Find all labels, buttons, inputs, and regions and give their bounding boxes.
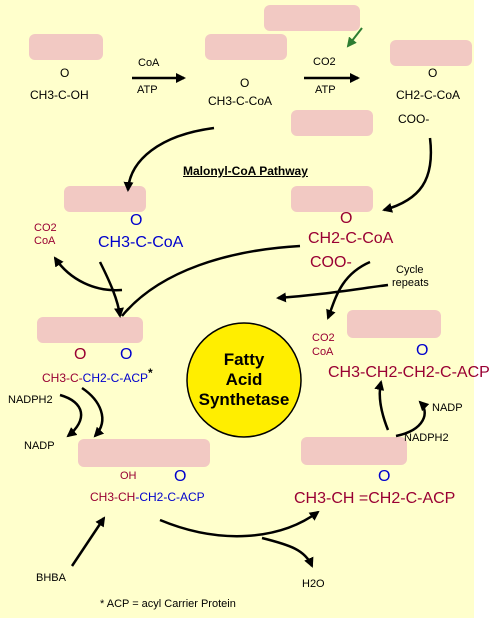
label-box-acetoacetyl-acp[interactable] (37, 317, 143, 343)
arrow-cycle-repeats (276, 283, 389, 303)
label-box-acetyl-coa[interactable] (205, 34, 287, 60)
coa-release-a: CoA (34, 235, 56, 247)
carbonyl-o: O (174, 468, 187, 485)
carbonyl-o: O (416, 342, 429, 359)
footnote-star: * (148, 366, 153, 380)
atp-cofactor-2: ATP (315, 84, 336, 96)
label-box-crotonyl-acp[interactable] (301, 437, 407, 465)
arrow-water-release (261, 536, 314, 568)
carbonyl-o: O (74, 346, 87, 363)
label-box-malonyl-coa-mid[interactable] (291, 186, 373, 212)
enzyme-circle (186, 322, 302, 438)
label-box-hydroxybutyryl-acp[interactable] (78, 439, 210, 467)
arrow-crotonyl-to-butyryl (374, 380, 390, 431)
label-box-malonyl-coa[interactable] (390, 40, 472, 66)
arrows-layer (53, 27, 433, 568)
hydroxy-part1: CH3-CH (90, 490, 136, 504)
footnote: * ACP = acyl Carrier Protein (100, 598, 236, 610)
malonyl-coa-mid: CH2-C-CoA (308, 230, 394, 247)
crotonyl-acp: CH3-CH =CH2-C-ACP (294, 490, 456, 507)
acetoacetyl-acp: CH3-C-CH2-C-ACP* (42, 366, 153, 385)
label-box-butyryl-acp[interactable] (347, 310, 441, 338)
label-box-step2[interactable] (291, 110, 373, 136)
acetoacetyl-part2: CH2-C-ACP (82, 371, 149, 385)
malonyl-coa-top: CH2-C-CoA (396, 88, 461, 102)
hydroxy-part2: -CH2-C-ACP (135, 490, 205, 504)
arrow-nadph-left (59, 393, 83, 438)
enzyme-label: Fatty Acid Synthetase (186, 322, 302, 438)
carbonyl-o: O (240, 76, 250, 90)
enzyme-line3: Synthetase (198, 390, 290, 409)
nadp-right: NADP (432, 402, 463, 414)
enzyme-line2: Acid (225, 370, 263, 389)
co2-cofactor: CO2 (313, 56, 336, 68)
green-arrow (346, 27, 363, 48)
nadph2-left: NADPH2 (8, 394, 53, 406)
arrow-malonyl-to-acetoacetyl (121, 244, 301, 317)
acetyl-coa-blue: CH3-C-CoA (98, 234, 184, 251)
coa-cofactor: CoA (138, 57, 160, 69)
malonyl-coo-top: COO- (398, 112, 430, 126)
carbonyl-o: O (378, 468, 391, 485)
arrow-acetyl-down (123, 126, 215, 192)
pathway-title: Malonyl-CoA Pathway (183, 164, 308, 178)
butyryl-acp: CH3-CH2-CH2-C-ACP (328, 364, 490, 381)
arrow-nadp-right (395, 400, 430, 438)
coa-release-b: CoA (312, 346, 334, 358)
label-box-acetic-acid[interactable] (29, 34, 103, 60)
label-box-enzyme-top[interactable] (264, 5, 360, 31)
arrow-bhba (70, 516, 106, 567)
arrow-acetyl-to-acetoacetyl (98, 261, 124, 318)
co2-release-b: CO2 (312, 332, 335, 344)
nadp-left: NADP (24, 440, 55, 452)
cycle-label-1: Cycle (396, 264, 424, 276)
co2-release-a: CO2 (34, 222, 57, 234)
arrow-malonyl-down (382, 137, 433, 213)
carbonyl-o: O (120, 346, 133, 363)
malonyl-coo-mid: COO- (310, 254, 352, 271)
hydroxybutyryl-acp: CH3-CH-CH2-C-ACP (90, 490, 205, 504)
arrow-co2-release (326, 260, 371, 320)
arrow-acetoacetyl-to-hydroxy (81, 386, 105, 438)
atp-cofactor-1: ATP (137, 84, 158, 96)
cycle-label-2: repeats (392, 277, 429, 289)
nadph2-right: NADPH2 (404, 432, 449, 444)
carbonyl-o: O (60, 66, 70, 80)
acetoacetyl-part1: CH3-C- (42, 371, 83, 385)
carbonyl-o: O (130, 212, 143, 229)
arrow-hydroxy-to-crotonyl (159, 510, 320, 538)
acetyl-coa: CH3-C-CoA (208, 94, 273, 108)
enzyme-line1: Fatty (223, 350, 265, 369)
h2o-label: H2O (302, 578, 325, 590)
carbonyl-o: O (428, 66, 438, 80)
carbonyl-o: O (340, 210, 353, 227)
acetic-acid: CH3-C-OH (30, 88, 89, 102)
bhba-label: BHBA (36, 572, 66, 584)
hydroxy-oh: OH (120, 470, 137, 482)
